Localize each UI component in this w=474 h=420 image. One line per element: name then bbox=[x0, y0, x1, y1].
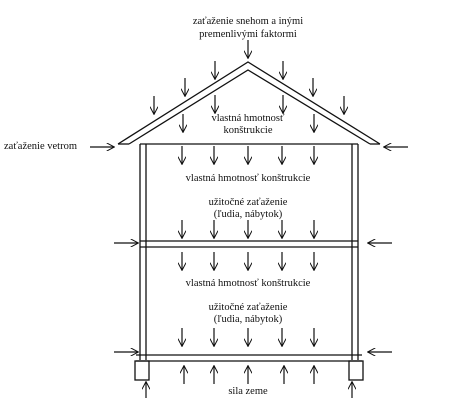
load-arrows bbox=[90, 40, 408, 398]
roof-mass-label-line1: vlastná hmotnosť bbox=[211, 113, 285, 124]
floor1-mass-label: vlastná hmotnosť konštrukcie bbox=[185, 173, 311, 184]
snow-load-label-line2: premenlivými faktormi bbox=[199, 29, 297, 40]
foundation-right bbox=[348, 360, 364, 381]
floor2-live-load-label-line2: (ľudia, nábytok) bbox=[213, 314, 283, 325]
floor1-live-load-label-line2: (ľudia, nábytok) bbox=[213, 209, 283, 220]
wind-load-label: zaťaženie vetrom bbox=[4, 141, 77, 152]
floor-slab-middle bbox=[140, 240, 358, 248]
floor2-mass-label: vlastná hmotnosť konštrukcie bbox=[185, 278, 311, 289]
foundation-left bbox=[134, 360, 150, 381]
ground-reaction-label: sila zeme bbox=[228, 386, 268, 397]
roof-mass-label-line2: konštrukcie bbox=[223, 125, 273, 136]
floor2-live-load-label-line1: užitočné zaťaženie bbox=[208, 302, 288, 313]
snow-load-label-line1: zaťaženie snehom a inými bbox=[192, 16, 304, 27]
floor-slab-bottom bbox=[136, 354, 362, 362]
building-frame bbox=[139, 143, 359, 360]
roof bbox=[117, 61, 381, 145]
floor1-live-load-label-line1: užitočné zaťaženie bbox=[208, 197, 288, 208]
